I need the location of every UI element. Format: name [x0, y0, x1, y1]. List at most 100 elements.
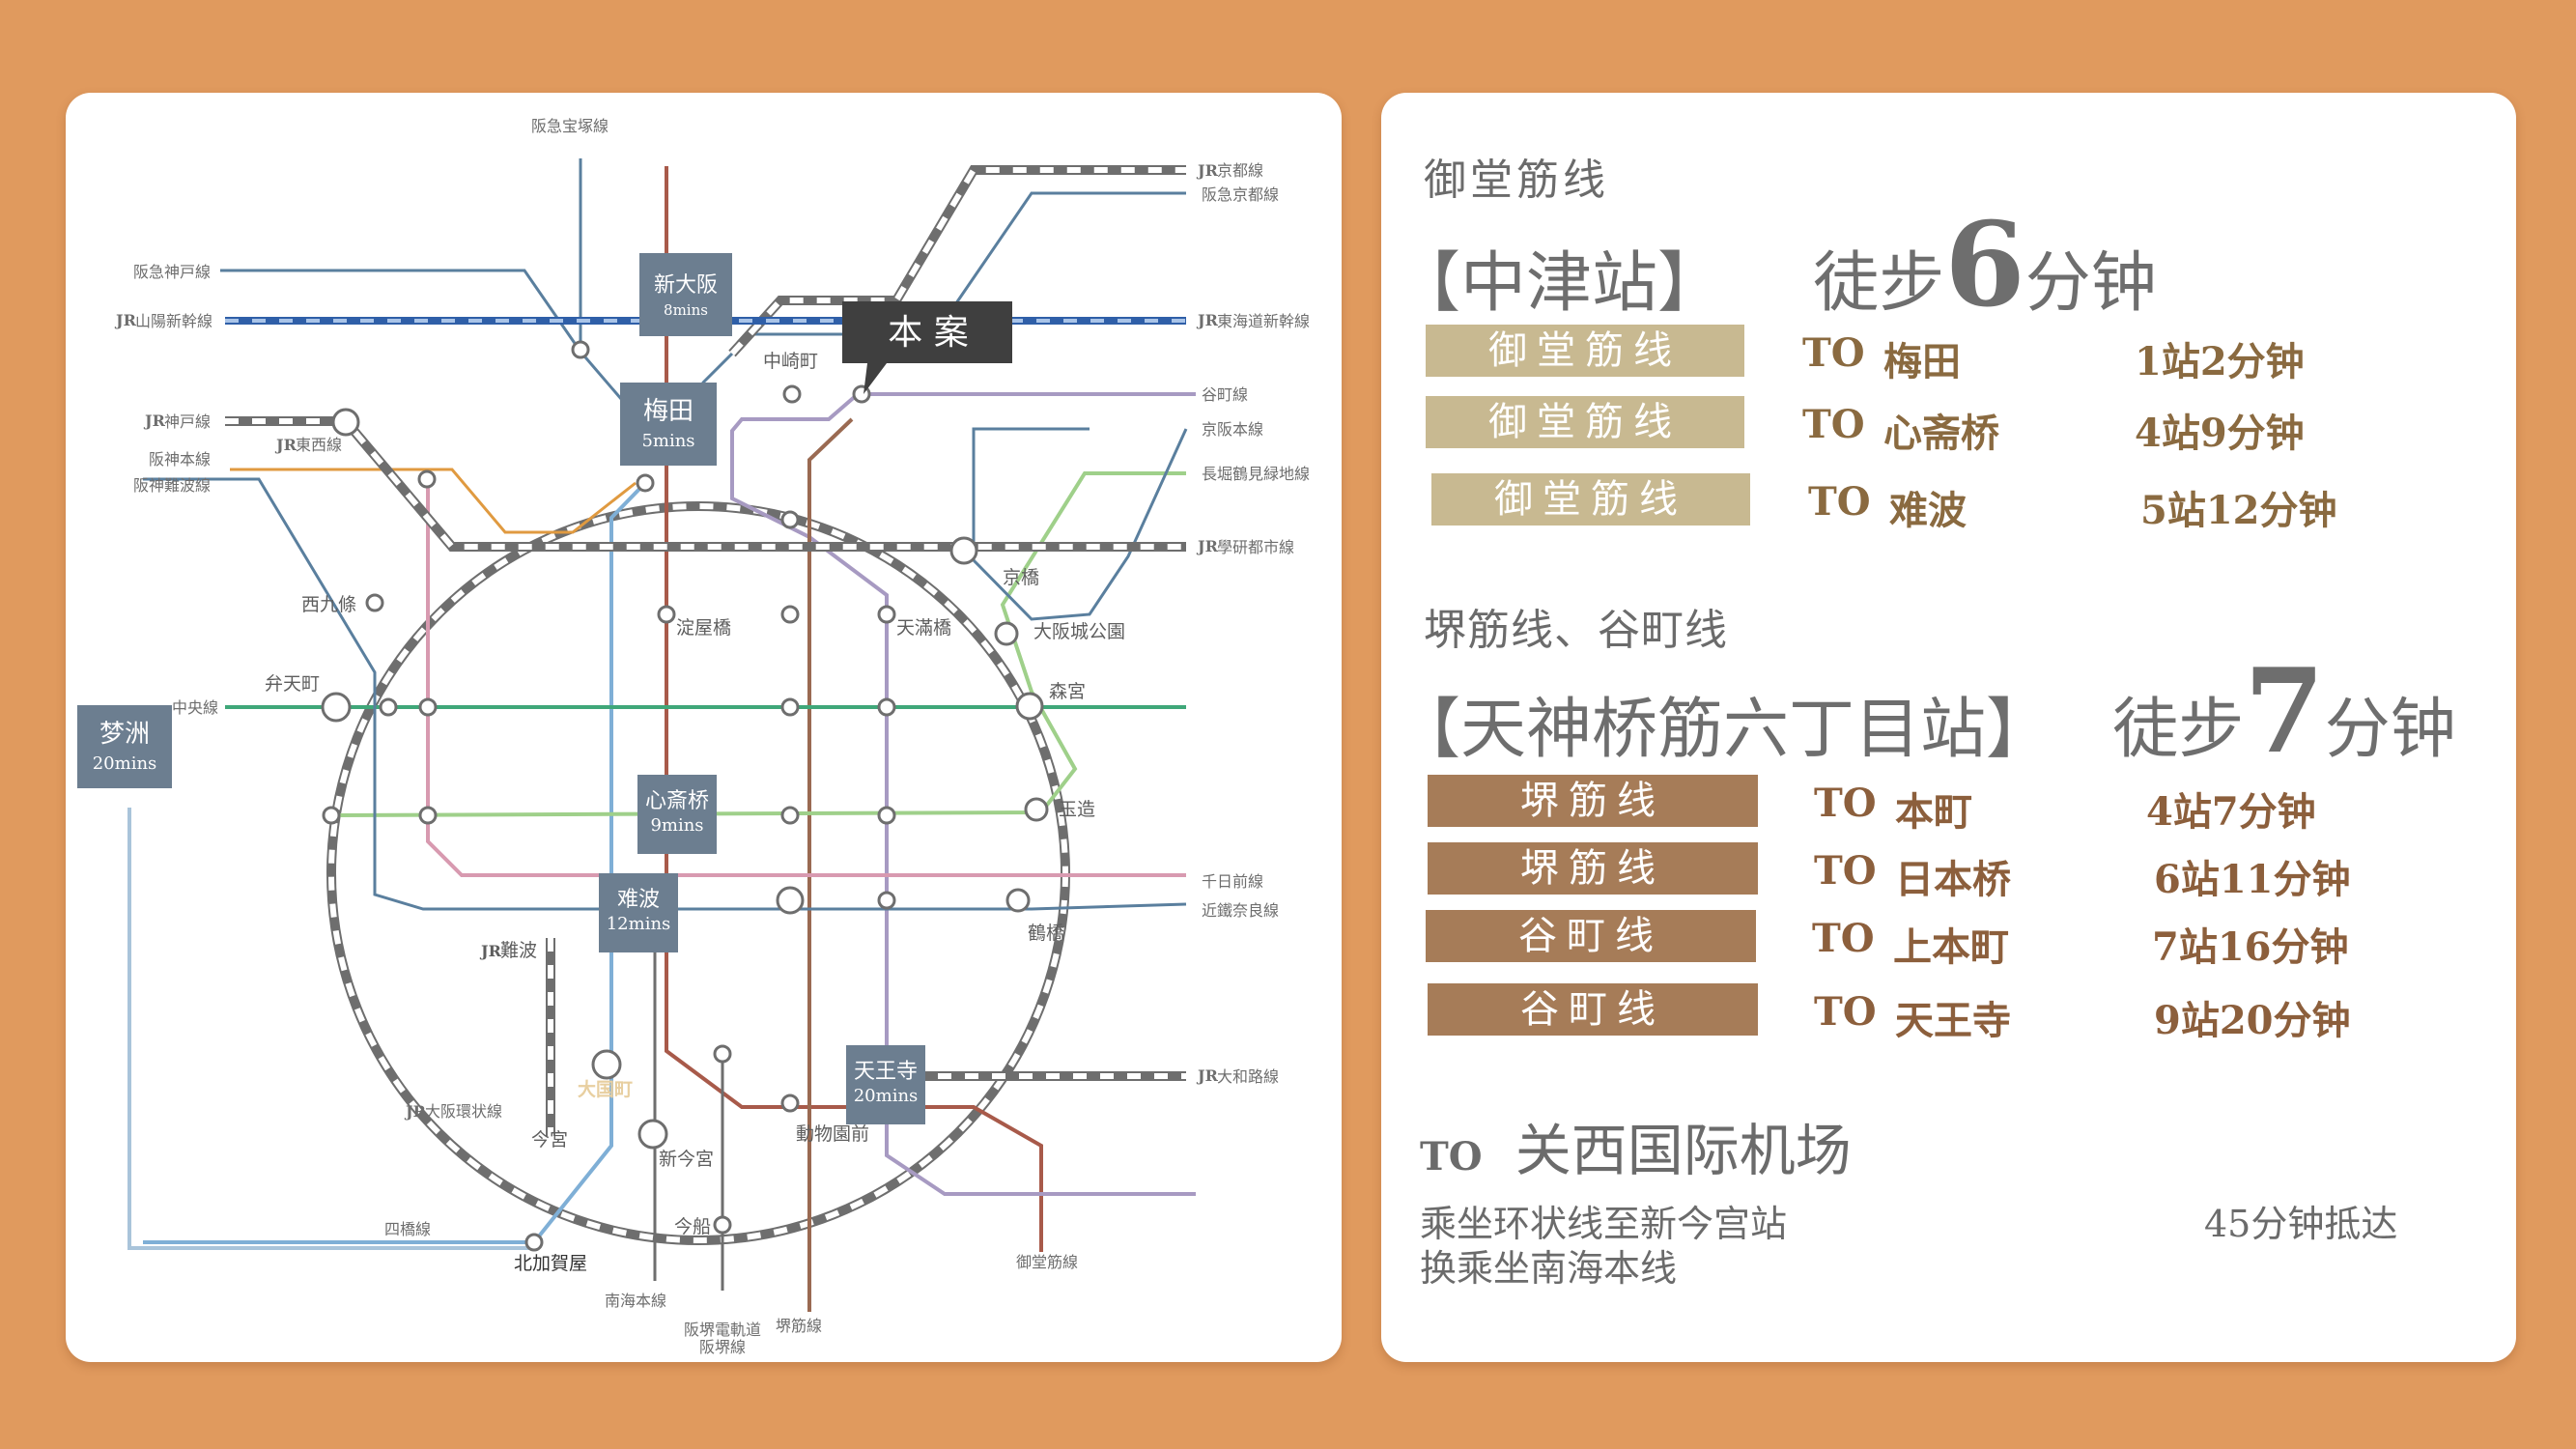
label-kintetsu-nara: 近鐵奈良線: [1202, 901, 1279, 920]
sec2-row1-dest: 本町: [1895, 789, 1972, 835]
label-sennichimae: 千日前線: [1202, 872, 1263, 891]
label-sanyo-shinkansen: 山陽新幹線: [135, 312, 212, 330]
station-morinomiya: 森宮: [1049, 681, 1086, 702]
svg-text:JR: JR: [143, 412, 166, 430]
info-card: 御堂筋线 【中津站】 徒步6分钟 御堂筋线 TO 梅田 1站2分钟 御堂筋线 T…: [1381, 93, 2516, 1362]
sec2-minutes: 7: [2244, 643, 2325, 780]
sec1-row1-line: 御堂筋线: [1426, 325, 1744, 377]
sec2-walk-prefix: 徒步: [2112, 692, 2245, 768]
sec3-dest: 关西国际机场: [1514, 1118, 1852, 1183]
station-tenmabashi: 天滿橋: [896, 617, 951, 639]
label-tanimachi: 谷町線: [1202, 385, 1248, 404]
svg-text:新大阪: 新大阪: [654, 273, 718, 298]
svg-text:JR: JR: [1196, 311, 1219, 329]
nagahori-line: [330, 471, 1186, 817]
sec1-row1-to: TO: [1802, 330, 1865, 376]
station-box-umeda: 梅田 5mins: [620, 383, 717, 466]
station-box-shin-osaka: 新大阪 8mins: [639, 253, 732, 336]
label-nagahori: 長堀鶴見緑地線: [1202, 465, 1310, 483]
svg-text:难波: 难波: [617, 888, 660, 912]
yumeshima-line: [127, 808, 534, 1250]
label-hanshin-main: 阪神本線: [149, 450, 211, 469]
sec2-heading: 【天神桥筋六丁目站】 徒步7分钟: [1395, 643, 2456, 780]
sec1-row2-line: 御堂筋线: [1426, 396, 1744, 448]
station-nakazakicho: 中崎町: [763, 351, 818, 372]
station-bentencho: 弁天町: [265, 673, 320, 695]
sec3-to: TO: [1420, 1134, 1483, 1179]
label-hanshin-namba: 阪神難波線: [133, 476, 211, 495]
map-card: 阪急宝塚線 阪急神戸線 JR 山陽新幹線 JR 神戸線 JR 東西線 阪神本線 …: [66, 93, 1342, 1362]
station-dobutsuen: 動物園前: [796, 1123, 869, 1145]
sec1-row2-to: TO: [1802, 402, 1865, 447]
sec1-row3-info: 5站12分钟: [2140, 488, 2337, 533]
svg-text:本 案: 本 案: [888, 313, 968, 353]
sec1-row1-info: 1站2分钟: [2135, 339, 2305, 384]
sec2-row3-dest: 上本町: [1893, 924, 2009, 970]
keihan-line: [972, 427, 1188, 621]
label-jr-kyoto: 京都線: [1217, 161, 1263, 180]
station-box-yumeshima: 梦洲 20mins: [77, 705, 172, 788]
station-box-namba: 难波 12mins: [599, 873, 678, 952]
sec2-row2-line: 堺筋线: [1428, 842, 1758, 895]
svg-text:梅田: 梅田: [643, 397, 694, 426]
svg-text:12mins: 12mins: [607, 914, 671, 934]
label-yamatoji: 大和路線: [1217, 1067, 1279, 1086]
sec2-station: 【天神桥筋六丁目站】: [1395, 692, 2052, 768]
label-yotsubashi: 四橋線: [384, 1220, 431, 1238]
label-tokaido-shinkansen: 東海道新幹線: [1217, 312, 1310, 330]
station-tsuruhashi: 鶴橋: [1028, 923, 1064, 944]
sec3-heading: TO 关西国际机场: [1420, 1105, 1852, 1186]
sec2-row2-dest: 日本桥: [1895, 857, 2011, 902]
sec2-row1-info: 4站7分钟: [2146, 789, 2316, 835]
sec1-row3-dest: 难波: [1889, 488, 1967, 533]
label-chuo: 中央線: [172, 698, 218, 717]
sec1-row2-dest: 心斋桥: [1883, 411, 1999, 456]
svg-text:JR: JR: [404, 1102, 427, 1121]
sec3-line1: 乘坐环状线至新今宫站: [1420, 1203, 1788, 1245]
label-osaka-loop: 大阪環状線: [425, 1102, 502, 1121]
sec2-row1-line: 堺筋线: [1428, 775, 1758, 827]
svg-text:JR: JR: [274, 436, 297, 454]
station-yodoyabashi: 淀屋橋: [676, 617, 731, 639]
tanimachi-line: [730, 392, 1196, 1196]
station-jr-namba: 難波: [500, 940, 537, 961]
svg-text:梦洲: 梦洲: [99, 720, 150, 749]
svg-text:JR: JR: [479, 942, 502, 960]
sakaisuji-line: [807, 417, 854, 1312]
sec1-row2-info: 4站9分钟: [2135, 411, 2305, 456]
svg-text:JR: JR: [1196, 1066, 1219, 1085]
station-box-shinsaibashi: 心斎桥 9mins: [637, 775, 717, 854]
label-nankai: 南海本線: [605, 1292, 666, 1310]
svg-text:JR: JR: [114, 311, 137, 329]
sec2-row4-to: TO: [1814, 989, 1877, 1035]
sec1-station: 【中津站】: [1395, 245, 1724, 322]
label-hankyu-kobe: 阪急神戸線: [133, 263, 211, 281]
sec2-row4-line: 谷町线: [1428, 983, 1758, 1036]
station-imamiya: 今宮: [531, 1129, 568, 1151]
sec2-row4-dest: 天王寺: [1895, 998, 2011, 1043]
svg-text:20mins: 20mins: [93, 753, 157, 774]
sec1-row3-to: TO: [1808, 479, 1871, 525]
sec2-row1-to: TO: [1814, 781, 1877, 826]
sec2-row2-to: TO: [1814, 848, 1877, 894]
sec2-walk-suffix: 分钟: [2324, 692, 2456, 768]
station-imafune: 今船: [674, 1216, 711, 1237]
sec2-row3-info: 7站16分钟: [2152, 924, 2349, 970]
sec2-row2-info: 6站11分钟: [2154, 857, 2351, 902]
label-hankai: 阪堺電軌道: [684, 1321, 761, 1339]
station-kyobashi: 京橋: [1003, 567, 1039, 588]
sec3-time: 45分钟抵达: [2204, 1203, 2398, 1245]
label-keihan: 京阪本線: [1202, 420, 1263, 439]
hankyu-kobe-line: [220, 269, 582, 353]
svg-text:5mins: 5mins: [641, 431, 694, 451]
station-osakajokoen: 大阪城公園: [1033, 621, 1125, 642]
svg-text:JR: JR: [1196, 161, 1219, 180]
svg-text:心斎桥: 心斎桥: [645, 789, 709, 813]
hanshin-main-line: [230, 468, 637, 534]
label-tozai: 東西線: [296, 436, 342, 454]
sec1-row1-dest: 梅田: [1883, 339, 1961, 384]
svg-text:JR: JR: [1196, 537, 1219, 555]
label-hankai2: 阪堺線: [699, 1338, 746, 1356]
yotsubashi-line: [143, 481, 647, 1244]
railway-map: 阪急宝塚線 阪急神戸線 JR 山陽新幹線 JR 神戸線 JR 東西線 阪神本線 …: [77, 117, 1310, 1356]
